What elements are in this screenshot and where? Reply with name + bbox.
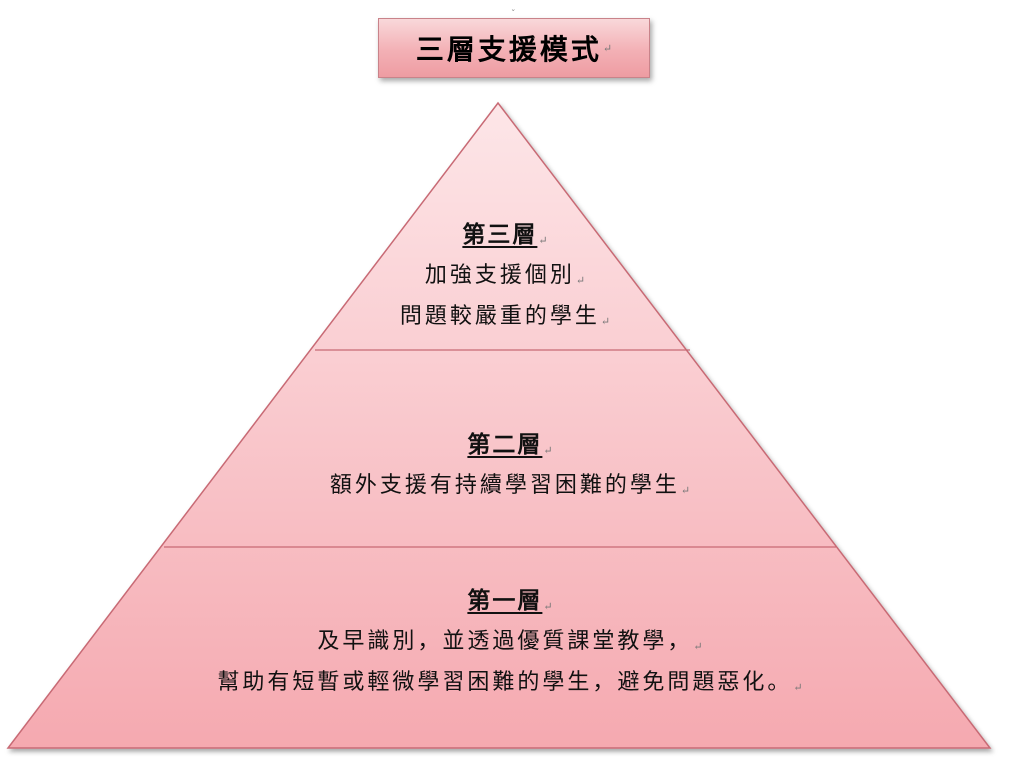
diagram-title: 三層支援模式 (415, 33, 602, 66)
tier-first-line-1: 及早識別，並透過優質課堂教學， (317, 629, 693, 654)
tier-first-heading: 第一層 (467, 587, 543, 614)
pyramid-triangle (6, 101, 992, 749)
tier-third-heading: 第三層 (462, 221, 538, 248)
tier-third-line-1: 加強支援個別 (424, 263, 575, 288)
paragraph-mark: ↵ (538, 234, 548, 247)
tier-first-line-2: 幫助有短暫或輕微學習困難的學生，避免問題惡化。 (217, 670, 793, 695)
tier-third: 第三層↵ 加強支援個別↵ 問題較嚴重的學生↵ (340, 218, 670, 340)
paragraph-mark: ↵ (602, 41, 613, 55)
paragraph-mark: ↵ (543, 444, 553, 457)
tier-first: 第一層↵ 及早識別，並透過優質課堂教學，↵ 幫助有短暫或輕微學習困難的學生，避免… (100, 584, 920, 706)
paragraph-mark: ↵ (543, 600, 553, 613)
paragraph-mark: ↵ (575, 274, 586, 287)
title-box: 三層支援模式↵ (378, 18, 650, 78)
tier-second-line-1: 額外支援有持續學習困難的學生 (329, 473, 680, 498)
paragraph-mark: ↵ (693, 640, 703, 653)
paragraph-mark: ↵ (793, 681, 803, 694)
tier-second-heading: 第二層 (467, 431, 543, 458)
cursor-mark: ˇ (511, 10, 516, 20)
tier-third-line-2: 問題較嚴重的學生 (399, 304, 600, 329)
paragraph-mark: ↵ (680, 484, 691, 497)
tier-second: 第二層↵ 額外支援有持續學習困難的學生↵ (230, 428, 790, 509)
paragraph-mark: ↵ (600, 315, 611, 328)
